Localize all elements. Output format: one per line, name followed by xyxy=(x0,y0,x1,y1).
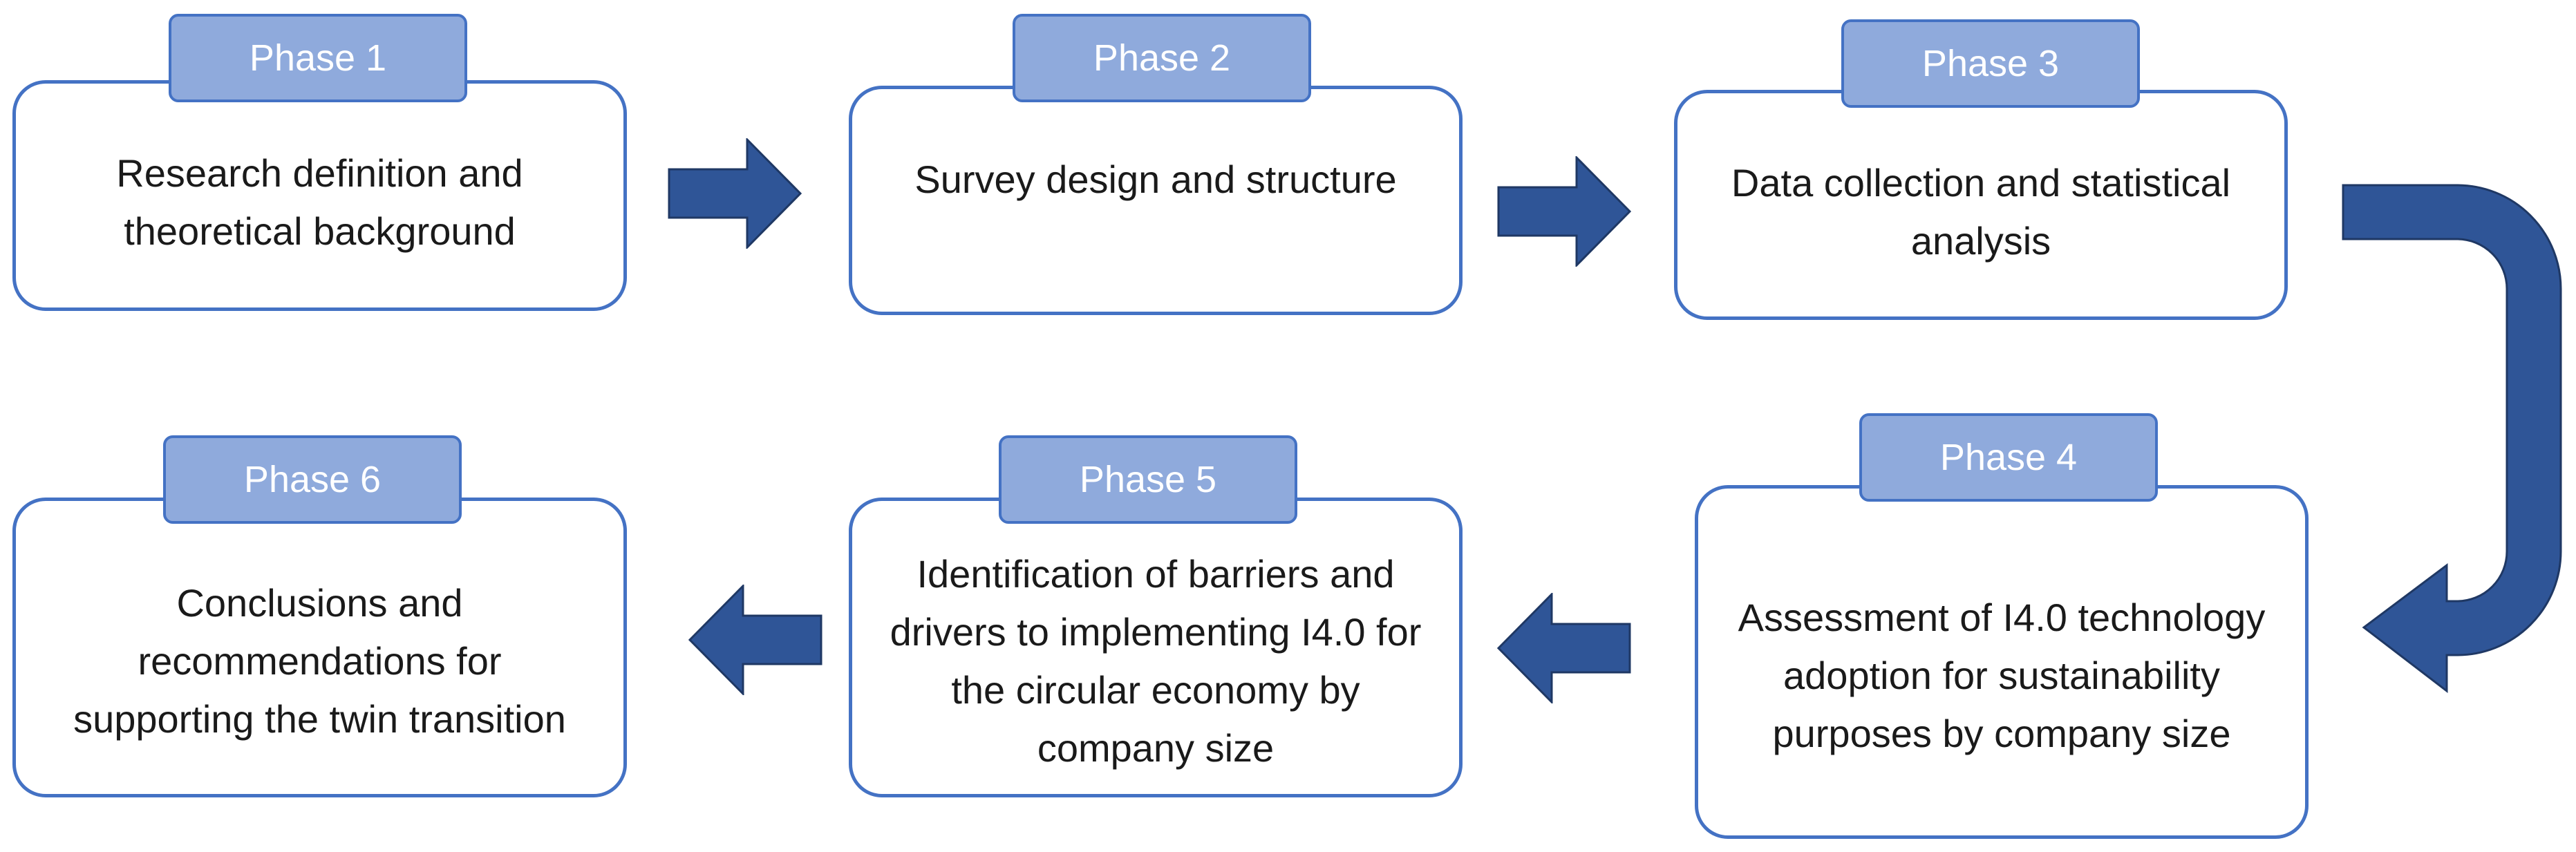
phase-4-box: Assessment of I4.0 technology adoption f… xyxy=(1695,485,2309,839)
arrow-right-icon xyxy=(1497,156,1635,267)
phase-6-label: Phase 6 xyxy=(163,435,462,524)
phase-1-text: Research definition and theoretical back… xyxy=(116,151,523,253)
phase-1-box: Research definition and theoretical back… xyxy=(12,80,627,311)
phase-2-label: Phase 2 xyxy=(1013,14,1311,102)
phase-3-text: Data collection and statistical analysis xyxy=(1731,160,2231,263)
arrow-right-icon xyxy=(668,138,806,249)
phase-2-box: Survey design and structure xyxy=(849,86,1463,315)
phase-1-label: Phase 1 xyxy=(169,14,467,102)
phase-6-box: Conclusions and recommendations for supp… xyxy=(12,498,627,797)
phase-4-label: Phase 4 xyxy=(1859,413,2158,502)
phase-3-label: Phase 3 xyxy=(1841,19,2140,108)
phase-2-text: Survey design and structure xyxy=(914,158,1397,201)
phase-3-box: Data collection and statistical analysis xyxy=(1674,90,2288,320)
u-turn-arrow-icon xyxy=(2336,180,2571,698)
phase-5-box: Identification of barriers and drivers t… xyxy=(849,498,1463,797)
arrow-left-icon xyxy=(1493,593,1631,703)
phase-6-text: Conclusions and recommendations for supp… xyxy=(73,581,566,741)
phase-5-text: Identification of barriers and drivers t… xyxy=(890,552,1422,770)
arrow-left-icon xyxy=(684,585,822,695)
phase-5-label: Phase 5 xyxy=(999,435,1297,524)
phase-4-text: Assessment of I4.0 technology adoption f… xyxy=(1738,596,2266,755)
